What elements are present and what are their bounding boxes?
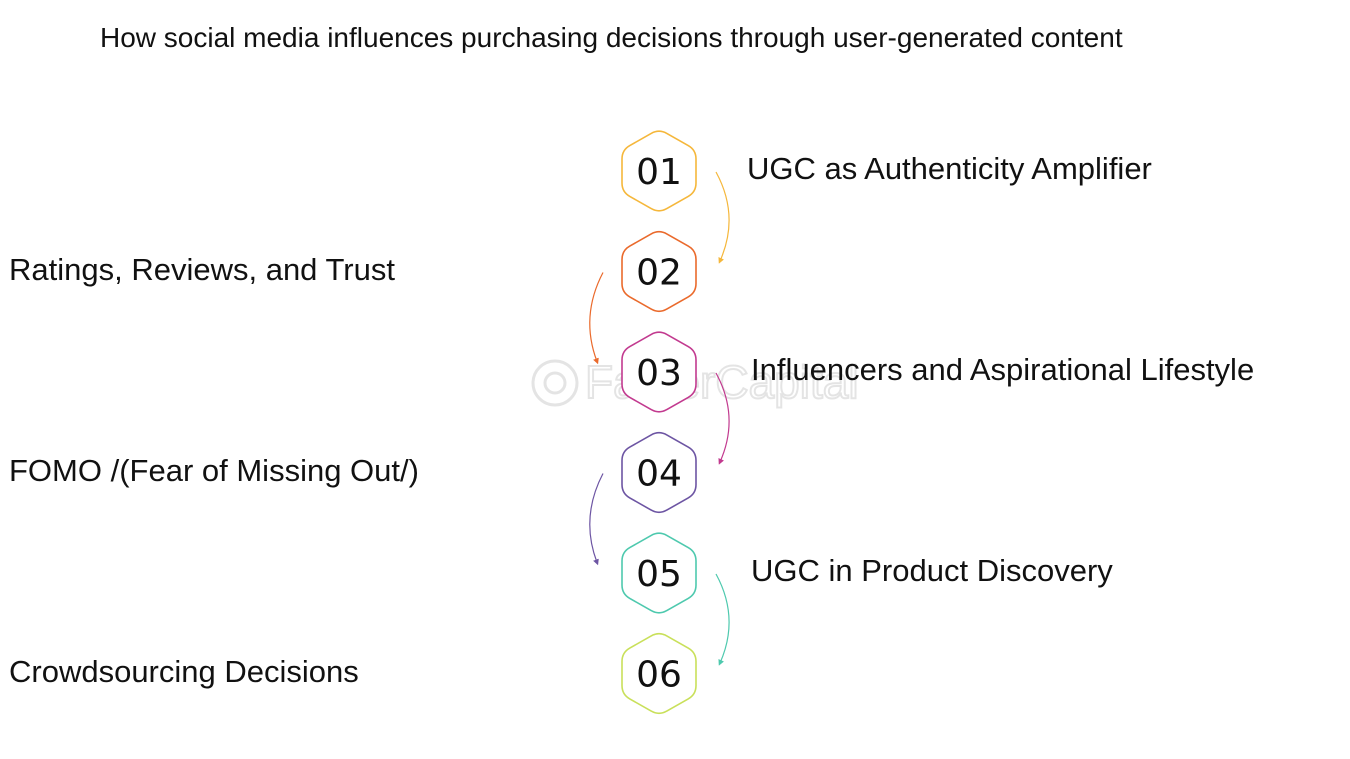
step-05-number: 05 bbox=[636, 554, 682, 595]
connector-arrow-05 bbox=[715, 573, 730, 666]
gear-icon bbox=[531, 359, 579, 407]
step-04-hexagon: 04 bbox=[621, 431, 697, 514]
connector-arrow-04 bbox=[589, 473, 604, 566]
step-03-label: Influencers and Aspirational Lifestyle bbox=[751, 352, 1255, 387]
connector-arrow-02 bbox=[589, 272, 604, 365]
step-02-number: 02 bbox=[636, 253, 682, 294]
step-06-label: Crowdsourcing Decisions bbox=[9, 653, 359, 689]
step-05-label: UGC in Product Discovery bbox=[751, 553, 1113, 588]
step-03-number: 03 bbox=[636, 353, 682, 394]
step-06-number: 06 bbox=[636, 655, 682, 696]
step-04-number: 04 bbox=[636, 454, 682, 495]
step-02-label: Ratings, Reviews, and Trust bbox=[9, 251, 395, 287]
step-05-hexagon: 05 bbox=[621, 532, 697, 614]
connector-arrow-01 bbox=[715, 171, 730, 264]
step-03-hexagon: 03 bbox=[621, 331, 697, 413]
diagram-title: How social media influences purchasing d… bbox=[100, 22, 1123, 53]
step-01-number: 01 bbox=[636, 152, 682, 193]
step-01-label: UGC as Authenticity Amplifier bbox=[747, 151, 1152, 186]
step-04-label: FOMO /(Fear of Missing Out/) bbox=[9, 452, 419, 488]
step-01-hexagon: 01 bbox=[621, 130, 697, 212]
step-06-hexagon: 06 bbox=[621, 632, 697, 715]
step-02-hexagon: 02 bbox=[621, 230, 697, 313]
connector-arrow-03 bbox=[715, 372, 730, 465]
